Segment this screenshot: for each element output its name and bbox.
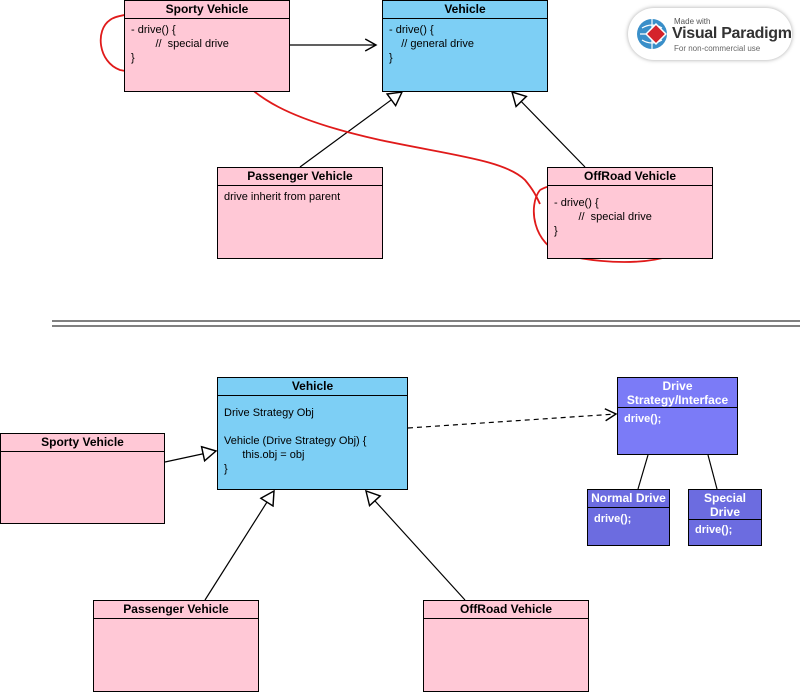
class-title: Sporty Vehicle xyxy=(1,434,164,452)
vehicle-class-top[interactable]: Vehicle - drive() { // general drive } xyxy=(382,0,548,92)
class-title: OffRoad Vehicle xyxy=(548,168,712,186)
class-title: Vehicle xyxy=(383,1,547,19)
class-body xyxy=(94,619,258,627)
offroad-vehicle-class-bottom[interactable]: OffRoad Vehicle xyxy=(423,600,589,692)
visual-paradigm-badge: Made with Visual Paradigm For non-commer… xyxy=(628,8,792,60)
badge-license-note: For non-commercial use xyxy=(674,44,761,53)
badge-made-with: Made with xyxy=(674,17,711,26)
class-title: Special Drive xyxy=(689,490,761,520)
badge-product-name: Visual Paradigm xyxy=(672,25,792,42)
red-link-curve xyxy=(227,61,541,205)
class-body: - drive() { // special drive } xyxy=(131,24,229,64)
class-body: drive(); xyxy=(594,513,632,525)
inherit-offroad-vehicle xyxy=(512,92,586,168)
class-title: Vehicle xyxy=(218,378,407,396)
class-body: - drive() { // special drive } xyxy=(554,197,652,237)
class-body: drive(); xyxy=(624,413,662,425)
special-drive-class[interactable]: Special Drive drive(); xyxy=(688,489,762,546)
visual-paradigm-logo-icon xyxy=(637,19,667,49)
passenger-vehicle-class-bottom[interactable]: Passenger Vehicle xyxy=(93,600,259,692)
passenger-vehicle-class-top[interactable]: Passenger Vehicle drive inherit from par… xyxy=(217,167,383,259)
sporty-vehicle-class-bottom[interactable]: Sporty Vehicle xyxy=(0,433,165,524)
vehicle-class-bottom[interactable]: Vehicle Drive Strategy Obj Vehicle (Driv… xyxy=(217,377,408,490)
drive-strategy-interface-class[interactable]: Drive Strategy/Interface drive(); xyxy=(617,377,738,455)
class-title: Passenger Vehicle xyxy=(94,601,258,619)
inherit-passenger-vehicle-2 xyxy=(204,491,274,601)
inherit-sporty-vehicle xyxy=(164,451,216,463)
dependency-vehicle-strategy xyxy=(407,408,618,429)
normal-drive-class[interactable]: Normal Drive drive(); xyxy=(587,489,670,546)
class-title: Sporty Vehicle xyxy=(125,1,289,19)
inherit-passenger-vehicle xyxy=(299,92,402,168)
link-strategy-special xyxy=(707,454,718,490)
sporty-vehicle-class-top[interactable]: Sporty Vehicle - drive() { // special dr… xyxy=(124,0,290,92)
class-body: Drive Strategy Obj Vehicle (Drive Strate… xyxy=(224,407,367,475)
class-title: OffRoad Vehicle xyxy=(424,601,588,619)
class-body: drive inherit from parent xyxy=(224,191,341,203)
inherit-offroad-vehicle-2 xyxy=(366,491,466,601)
class-title: Passenger Vehicle xyxy=(218,168,382,186)
class-title: Drive Strategy/Interface xyxy=(618,378,737,408)
class-body: drive(); xyxy=(695,524,733,536)
class-body xyxy=(424,619,588,627)
link-strategy-normal xyxy=(637,454,649,490)
class-title: Normal Drive xyxy=(588,490,669,508)
class-body: - drive() { // general drive } xyxy=(389,24,474,64)
offroad-vehicle-class-top[interactable]: OffRoad Vehicle - drive() { // special d… xyxy=(547,167,713,259)
class-body xyxy=(1,452,164,460)
